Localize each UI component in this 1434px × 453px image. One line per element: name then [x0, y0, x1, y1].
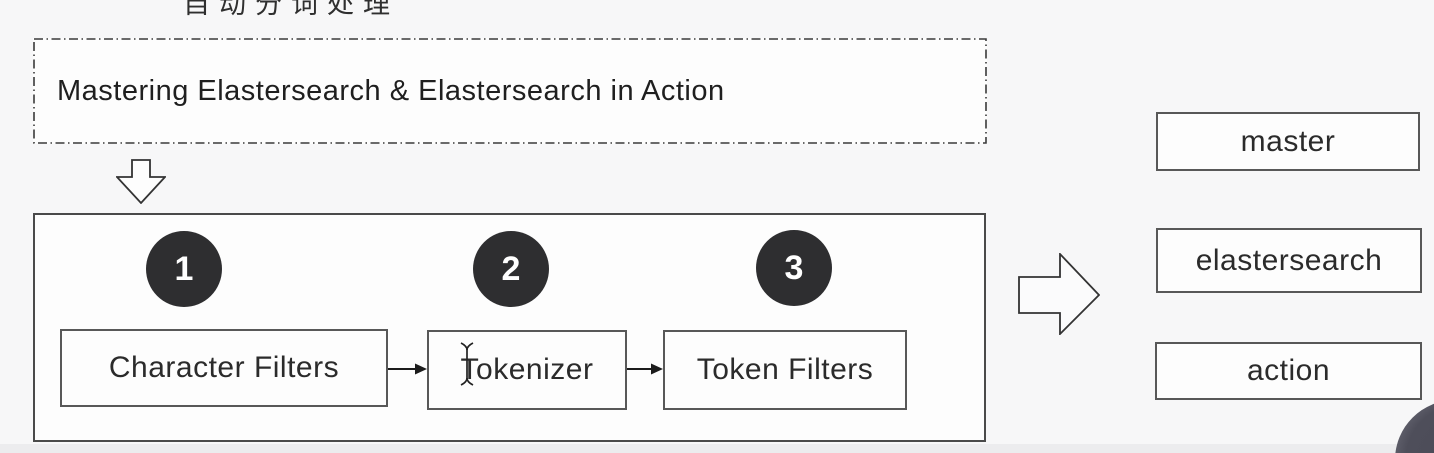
i-beam-cursor-icon [460, 342, 474, 386]
stage-character-filters: Character Filters [60, 329, 388, 407]
stage-tokenizer: Tokenizer [427, 330, 627, 410]
step-number-badge-3: 3 [756, 230, 832, 306]
output-term-master: master [1156, 112, 1420, 171]
step-number-badge-2: 2 [473, 231, 549, 307]
stage-token-filters: Token Filters [663, 330, 907, 410]
clipped-cjk-caption: 自动分词处理 [183, 0, 399, 19]
output-term-action: action [1155, 342, 1422, 400]
right-arrow-icon [1018, 253, 1100, 335]
source-books-label: Mastering Elastersearch & Elastersearch … [57, 75, 725, 107]
source-books-box: Mastering Elastersearch & Elastersearch … [33, 38, 987, 144]
connector-arrow-icon [388, 363, 427, 375]
connector-arrow-icon [627, 363, 663, 375]
step-number-badge-1: 1 [146, 231, 222, 307]
bottom-edge-strip [0, 444, 1434, 453]
dash-dot-border [33, 38, 987, 144]
webcam-overlay-circle [1395, 400, 1434, 453]
output-term-elastersearch: elastersearch [1156, 228, 1422, 293]
down-arrow-icon [116, 159, 166, 204]
